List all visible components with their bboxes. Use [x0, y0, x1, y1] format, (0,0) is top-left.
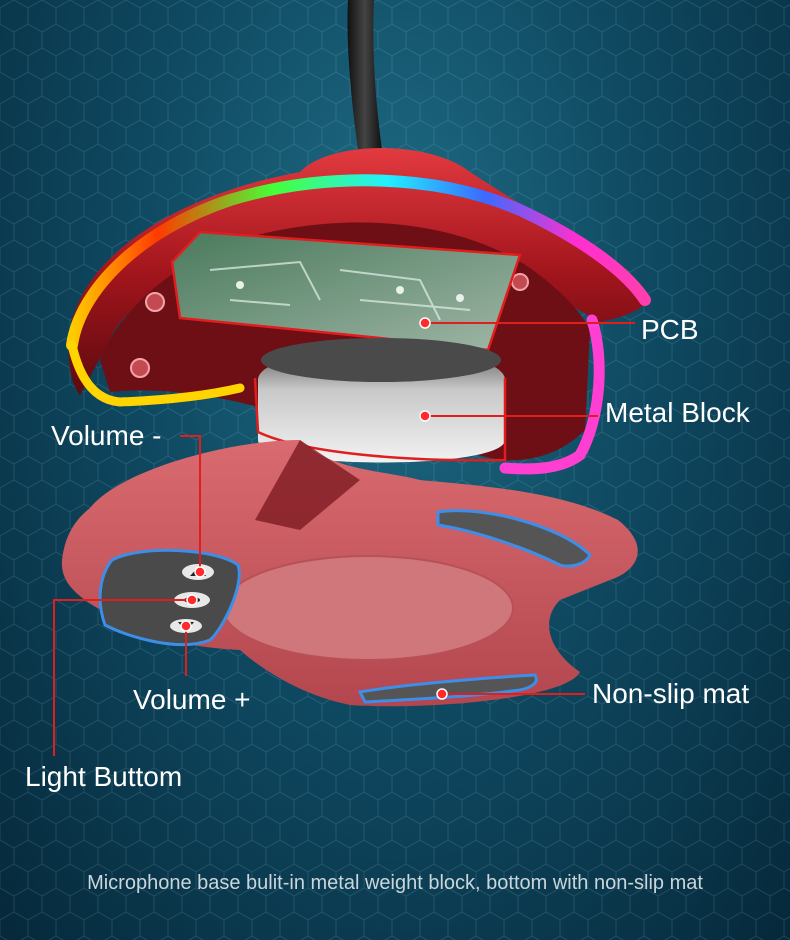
label-volume-plus: Volume +	[133, 684, 251, 715]
non-slip-mat-lower	[357, 673, 538, 704]
pcb-board	[170, 230, 522, 352]
callout-light-button	[53, 599, 192, 756]
label-pcb: PCB	[641, 314, 699, 345]
label-light-button: Light Buttom	[25, 761, 183, 792]
callout-lines	[53, 322, 635, 756]
caption-text: Microphone base bulit-in metal weight bl…	[87, 872, 703, 894]
gooseneck-tube	[347, 0, 382, 150]
button-panel	[98, 548, 241, 647]
label-non-slip-mat: Non-slip mat	[592, 678, 750, 709]
non-slip-mat-upper	[436, 509, 592, 568]
label-metal-block: Metal Block	[605, 397, 750, 428]
metal-weight-block	[253, 338, 507, 463]
label-volume-minus: Volume -	[51, 420, 162, 451]
callout-dots	[180, 317, 448, 700]
callout-volume-minus	[180, 435, 201, 572]
